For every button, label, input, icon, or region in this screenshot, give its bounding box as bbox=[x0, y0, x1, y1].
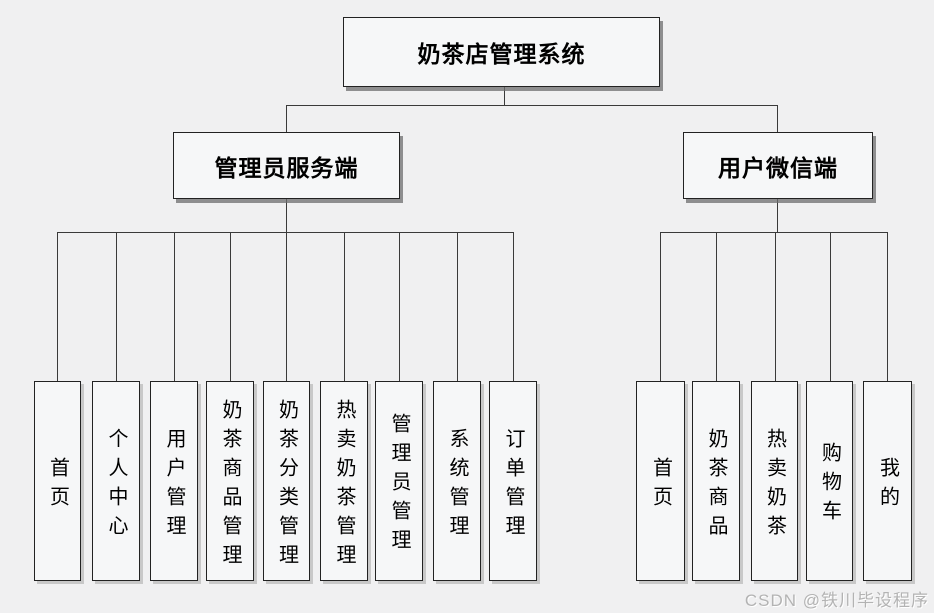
connector-leaf bbox=[830, 232, 831, 381]
node-admin-administrator-mgmt: 管理员管理 bbox=[375, 381, 423, 581]
node-admin-personal-center: 个人中心 bbox=[92, 381, 140, 581]
node-admin-hotsale-mgmt: 热卖奶茶管理 bbox=[320, 381, 368, 581]
node-label: 首页 bbox=[649, 456, 672, 515]
connector-level1-bus bbox=[286, 105, 778, 106]
connector-admin-down bbox=[286, 198, 287, 233]
connector-leaf bbox=[57, 232, 58, 381]
connector-leaf bbox=[344, 232, 345, 381]
connector-leaf bbox=[887, 232, 888, 381]
node-admin-home: 首页 bbox=[34, 381, 81, 581]
node-label: 奶茶商品管理 bbox=[219, 398, 241, 573]
node-admin-order-mgmt: 订单管理 bbox=[489, 381, 537, 581]
node-admin-category-mgmt: 奶茶分类管理 bbox=[263, 381, 310, 581]
node-wechat-home: 首页 bbox=[636, 381, 685, 581]
csdn-watermark: CSDN @铁川毕设程序 bbox=[744, 591, 929, 610]
node-wechat-hotsale: 热卖奶茶 bbox=[751, 381, 798, 581]
connector-leaf bbox=[775, 232, 776, 381]
node-label: 奶茶商品 bbox=[705, 427, 727, 544]
connector-leaf bbox=[286, 232, 287, 381]
node-label: 个人中心 bbox=[105, 427, 127, 544]
node-wechat-label: 用户微信端 bbox=[718, 155, 838, 181]
node-wechat-products: 奶茶商品 bbox=[692, 381, 740, 581]
connector-leaf bbox=[716, 232, 717, 381]
node-label: 热卖奶茶管理 bbox=[333, 398, 355, 573]
node-label: 订单管理 bbox=[502, 427, 524, 544]
node-wechat-branch: 用户微信端 bbox=[683, 132, 873, 199]
node-label: 首页 bbox=[46, 456, 69, 515]
connector-admin-up bbox=[286, 105, 287, 133]
connector-leaf bbox=[174, 232, 175, 381]
node-label: 奶茶分类管理 bbox=[275, 398, 298, 573]
node-wechat-cart: 购物车 bbox=[806, 381, 853, 581]
node-label: 系统管理 bbox=[446, 427, 468, 544]
connector-leaf bbox=[513, 232, 514, 381]
connector-leaf bbox=[116, 232, 117, 381]
connector-wechat-up bbox=[777, 105, 778, 133]
connector-wechat-down bbox=[777, 198, 778, 233]
node-root-label: 奶茶店管理系统 bbox=[417, 42, 586, 67]
node-admin-user-mgmt: 用户管理 bbox=[150, 381, 198, 581]
node-admin-label: 管理员服务端 bbox=[214, 155, 359, 181]
connector-leaf bbox=[457, 232, 458, 381]
node-label: 我的 bbox=[876, 456, 899, 515]
node-wechat-mine: 我的 bbox=[863, 381, 912, 581]
node-admin-system-mgmt: 系统管理 bbox=[433, 381, 481, 581]
connector-leaf bbox=[230, 232, 231, 381]
connector-admin-bus bbox=[57, 232, 514, 233]
node-label: 购物车 bbox=[818, 442, 841, 529]
connector-leaf bbox=[660, 232, 661, 381]
node-admin-branch: 管理员服务端 bbox=[173, 132, 400, 199]
connector-wechat-bus bbox=[660, 232, 888, 233]
node-label: 用户管理 bbox=[163, 427, 185, 544]
node-label: 热卖奶茶 bbox=[763, 427, 786, 544]
node-label: 管理员管理 bbox=[388, 413, 410, 558]
node-admin-product-mgmt: 奶茶商品管理 bbox=[206, 381, 254, 581]
connector-leaf bbox=[399, 232, 400, 381]
connector-root-down bbox=[504, 86, 505, 105]
node-root: 奶茶店管理系统 bbox=[343, 17, 660, 87]
